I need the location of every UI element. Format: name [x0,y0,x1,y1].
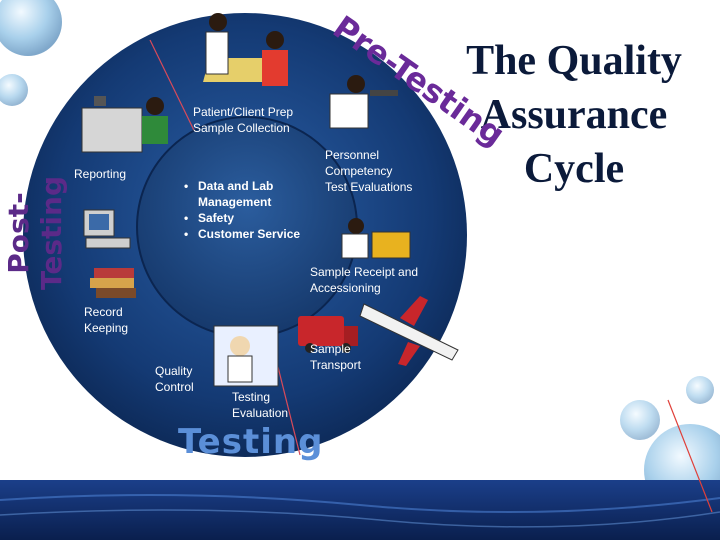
airplane-clipart [359,296,459,366]
step-personnel: Personnel Competency Test Evaluations [325,148,413,194]
computer-clipart [83,209,131,249]
slide-title: The Quality Assurance Cycle [440,34,708,196]
center-bullet-item: Customer Service [182,226,322,242]
personnel-clipart [329,75,398,129]
records-clipart [90,268,136,298]
step-reporting: Reporting [74,167,127,181]
step-sample-receipt: Sample Receipt and Accessioning [310,265,419,295]
globe-decoration-mid [620,400,660,440]
title-line-2: Assurance [480,92,668,138]
center-bullet-list: Data and Lab Management Safety Customer … [182,178,322,242]
globe-decoration-small [0,74,28,106]
step-sample-transport: Sample Transport [310,342,361,372]
step-testing-evaluation: Testing Evaluation [232,390,289,420]
globe-decoration-tiny [686,376,714,404]
red-line-decoration [667,399,713,513]
center-bullet-item: Safety [182,210,322,226]
title-line-1: The Quality [466,38,682,84]
step-quality-control: Quality Control [155,364,194,394]
title-line-3: Cycle [523,146,625,192]
step-patient-prep: Patient/Client Prep Sample Collection [193,105,294,135]
truck-clipart [298,316,358,353]
testing-clipart [213,325,279,387]
center-bullet-item: Data and Lab Management [182,178,322,210]
testing-label: Testing [178,422,324,462]
sample-receipt-clipart [341,218,411,259]
reporting-clipart [81,96,168,153]
globe-decoration-topleft [0,0,62,56]
step-record-keeping: Record Keeping [84,305,129,335]
post-testing-label: Post-Testing [2,176,68,290]
patient-prep-clipart [203,13,288,86]
